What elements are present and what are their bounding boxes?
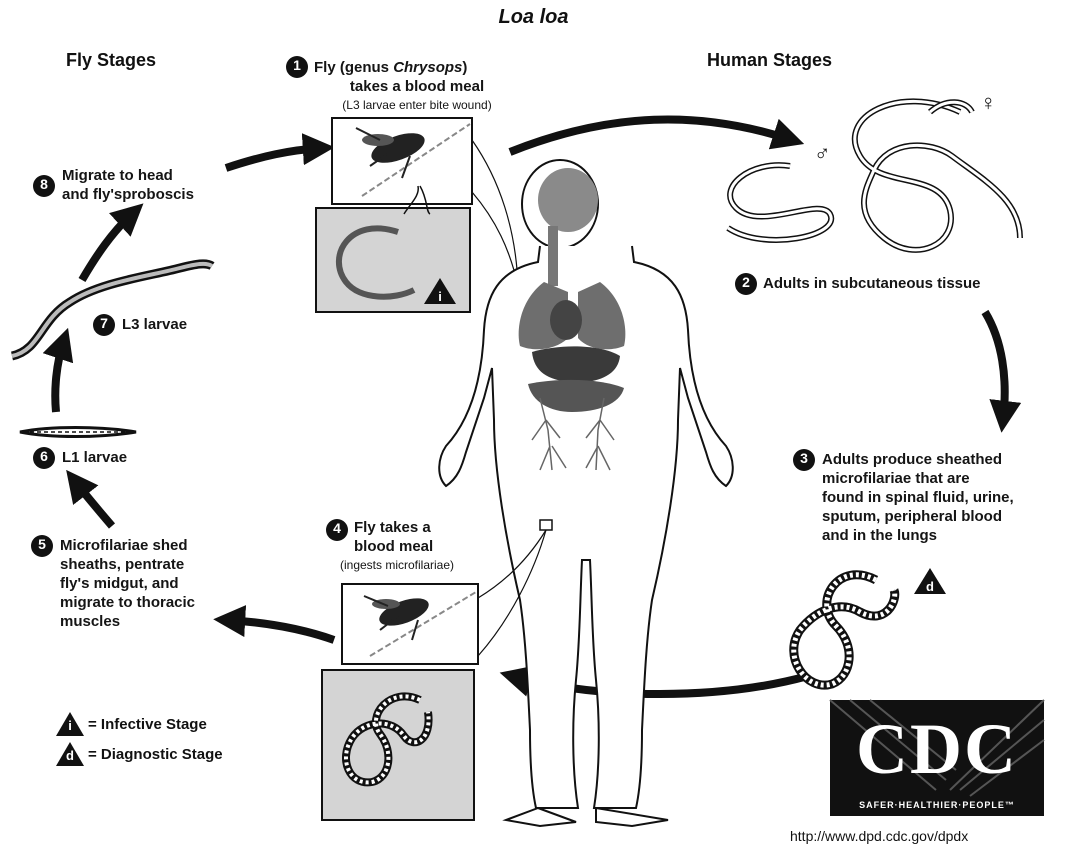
l3-larva-illustration bbox=[12, 264, 212, 356]
l3-larva-box: i bbox=[316, 208, 470, 312]
step-8-label: Migrate to head and fly'sproboscis bbox=[62, 166, 242, 204]
infective-legend-text: = Infective Stage bbox=[88, 716, 207, 733]
fly-bite-box-4 bbox=[342, 584, 478, 664]
arrow-2-to-3 bbox=[985, 312, 1005, 420]
arrow-1-to-2 bbox=[510, 119, 792, 152]
step-number-8: 8 bbox=[33, 176, 55, 192]
step-1-label: Fly (genus Chrysops) takes a blood meal … bbox=[312, 58, 552, 115]
adult-worms bbox=[728, 101, 1020, 249]
step-2-label: Adults in subcutaneous tissue bbox=[763, 274, 981, 293]
human-body-figure bbox=[439, 160, 733, 826]
male-symbol: ♂ bbox=[814, 140, 831, 166]
arrow-4-to-5 bbox=[226, 620, 334, 640]
infective-mark: i bbox=[58, 718, 82, 733]
step-number-1: 1 bbox=[286, 57, 308, 73]
step-number-4: 4 bbox=[326, 520, 348, 536]
arrow-7-to-8 bbox=[82, 212, 134, 280]
microfilaria-in-fly-box bbox=[322, 670, 474, 820]
arrow-6-to-7 bbox=[55, 340, 64, 412]
female-symbol: ♀ bbox=[980, 90, 997, 116]
step-number-2: 2 bbox=[735, 274, 757, 290]
step-3-label: Adults produce sheathed microfilariae th… bbox=[822, 450, 1062, 545]
l1-larva-illustration bbox=[20, 428, 136, 437]
cdc-logo-text: CDC bbox=[830, 710, 1044, 788]
svg-text:d: d bbox=[926, 579, 934, 594]
arrow-5-to-6 bbox=[74, 480, 112, 526]
fly-bite-box-1 bbox=[332, 118, 472, 204]
diagnostic-mark: d bbox=[58, 748, 82, 763]
step-number-7: 7 bbox=[93, 315, 115, 331]
diagnostic-legend-text: = Diagnostic Stage bbox=[88, 746, 223, 763]
step-7-label: L3 larvae bbox=[122, 315, 187, 334]
step-6-label: L1 larvae bbox=[62, 448, 127, 467]
step-number-5: 5 bbox=[31, 536, 53, 552]
source-url[interactable]: http://www.dpd.cdc.gov/dpdx bbox=[790, 828, 968, 844]
step-number-3: 3 bbox=[793, 450, 815, 466]
cdc-logo-tagline: SAFER·HEALTHIER·PEOPLE™ bbox=[830, 800, 1044, 810]
step-4-label: Fly takes a blood meal (ingests microfil… bbox=[354, 518, 514, 575]
step-number-6: 6 bbox=[33, 448, 55, 464]
arrow-8-to-1 bbox=[226, 148, 322, 168]
step-5-label: Microfilariae shed sheaths, pentrate fly… bbox=[60, 536, 240, 631]
microfilaria-illustration: d bbox=[794, 568, 946, 685]
svg-text:i: i bbox=[438, 289, 442, 304]
